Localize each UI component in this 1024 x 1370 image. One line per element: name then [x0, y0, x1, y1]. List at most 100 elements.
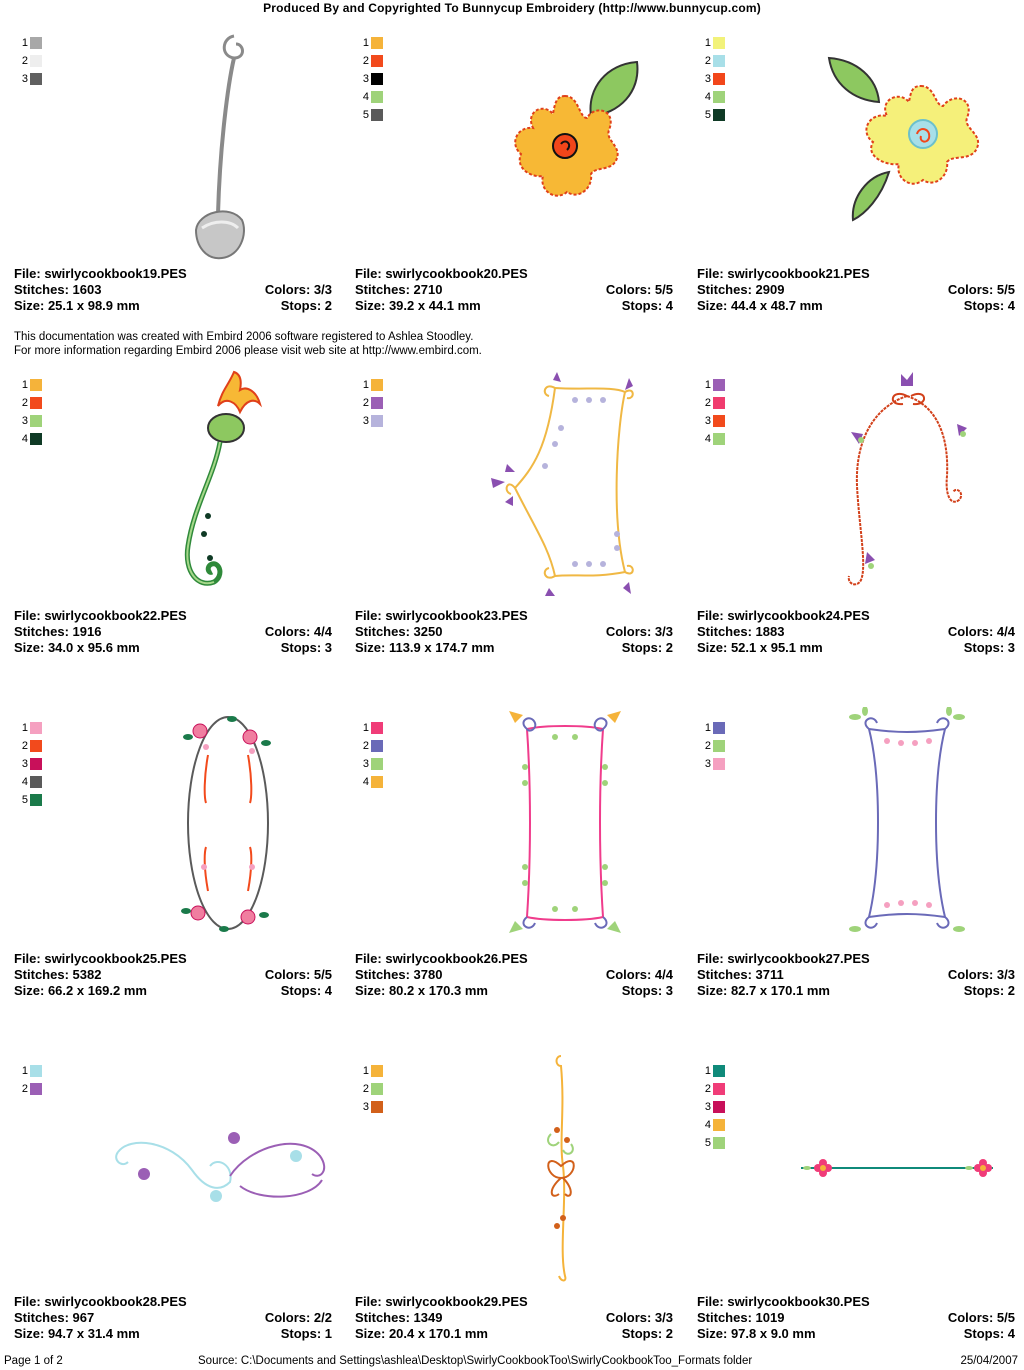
color-count: Colors: 5/5 [947, 1310, 1015, 1325]
stop-count: Stops: 4 [963, 298, 1015, 313]
color-swatch-number: 1 [21, 37, 28, 49]
color-swatch [30, 794, 42, 806]
color-swatch-row: 3 [20, 755, 42, 773]
color-swatch-number: 1 [704, 1065, 711, 1077]
color-swatch-row: 4 [361, 773, 383, 791]
color-swatch [30, 1083, 42, 1095]
color-swatch-row: 3 [703, 1098, 725, 1116]
design-size: Size: 20.4 x 170.1 mm [355, 1326, 488, 1341]
color-count: Colors: 4/4 [947, 624, 1015, 639]
color-swatch [371, 415, 383, 427]
color-swatch [371, 722, 383, 734]
stitch-count: Stitches: 5382 [14, 967, 102, 982]
stop-count: Stops: 2 [621, 1326, 673, 1341]
color-swatch-number: 3 [704, 73, 711, 85]
color-swatch-row: 1 [361, 1062, 383, 1080]
color-swatch-row: 1 [20, 376, 42, 394]
color-count: Colors: 2/2 [264, 1310, 332, 1325]
color-swatch-row: 2 [20, 1080, 42, 1098]
color-swatch-number: 1 [362, 1065, 369, 1077]
color-swatch-row: 3 [361, 755, 383, 773]
color-swatch-number: 5 [704, 1137, 711, 1149]
color-count: Colors: 3/3 [947, 967, 1015, 982]
documentation-note-line-2: For more information regarding Embird 20… [14, 345, 482, 357]
documentation-note: This documentation was created with Embi… [14, 330, 482, 358]
flower-bud-stem-design-image [184, 370, 263, 586]
color-swatch-number: 2 [21, 397, 28, 409]
color-swatch [30, 758, 42, 770]
stitch-count: Stitches: 2909 [697, 282, 785, 297]
color-swatch-number: 1 [704, 379, 711, 391]
design-info: File: swirlycookbook27.PES Stitches: 371… [697, 951, 1015, 999]
color-swatch-row: 5 [703, 106, 725, 124]
color-swatch-row: 1 [361, 376, 383, 394]
color-swatch-number: 4 [362, 776, 369, 788]
color-swatch-row: 2 [361, 737, 383, 755]
color-swatch-row: 2 [20, 394, 42, 412]
color-swatch-number: 3 [362, 1101, 369, 1113]
color-swatch-number: 1 [704, 37, 711, 49]
color-swatch-number: 1 [362, 722, 369, 734]
file-name: File: swirlycookbook20.PES [355, 266, 528, 281]
color-swatch-number: 1 [704, 722, 711, 734]
file-name: File: swirlycookbook19.PES [14, 266, 187, 281]
color-swatch-row: 3 [361, 412, 383, 430]
design-info: File: swirlycookbook21.PES Stitches: 290… [697, 266, 1015, 314]
file-name: File: swirlycookbook24.PES [697, 608, 870, 623]
color-swatch-number: 4 [21, 433, 28, 445]
color-swatch [30, 740, 42, 752]
design-size: Size: 66.2 x 169.2 mm [14, 983, 147, 998]
ribbon-bow-design-image [847, 372, 967, 586]
color-swatch-row: 4 [703, 430, 725, 448]
color-swatch-row: 2 [703, 394, 725, 412]
color-swatch-row: 1 [20, 719, 42, 737]
color-swatch-number: 1 [21, 722, 28, 734]
color-swatch-row: 2 [20, 737, 42, 755]
color-swatch [713, 433, 725, 445]
color-swatch-row: 5 [703, 1134, 725, 1152]
color-swatch-number: 4 [21, 776, 28, 788]
stop-count: Stops: 4 [621, 298, 673, 313]
color-swatch-number: 1 [21, 1065, 28, 1077]
color-swatch [30, 55, 42, 67]
color-swatch [713, 415, 725, 427]
color-swatch [713, 397, 725, 409]
design-size: Size: 52.1 x 95.1 mm [697, 640, 823, 655]
color-swatch-row: 2 [20, 52, 42, 70]
design-info: File: swirlycookbook26.PES Stitches: 378… [355, 951, 673, 999]
design-info: File: swirlycookbook20.PES Stitches: 271… [355, 266, 673, 314]
color-swatch-number: 2 [21, 740, 28, 752]
color-swatch-number: 5 [362, 109, 369, 121]
color-swatch [30, 397, 42, 409]
color-swatch-number: 3 [362, 73, 369, 85]
page-footer: Page 1 of 2 Source: C:\Documents and Set… [0, 1354, 1024, 1370]
color-swatch-row: 2 [703, 1080, 725, 1098]
color-swatch-row: 4 [703, 88, 725, 106]
color-swatch [713, 758, 725, 770]
design-size: Size: 82.7 x 170.1 mm [697, 983, 830, 998]
bone-frame-design-image [849, 707, 965, 932]
file-name: File: swirlycookbook23.PES [355, 608, 528, 623]
color-swatch-number: 2 [362, 397, 369, 409]
color-swatch-number: 2 [704, 55, 711, 67]
stop-count: Stops: 3 [280, 640, 332, 655]
color-swatch-row: 1 [20, 1062, 42, 1080]
color-swatch-number: 3 [362, 415, 369, 427]
color-swatch [371, 91, 383, 103]
design-info: File: swirlycookbook19.PES Stitches: 160… [14, 266, 332, 314]
color-count: Colors: 5/5 [264, 967, 332, 982]
color-swatch [371, 776, 383, 788]
design-info: File: swirlycookbook23.PES Stitches: 325… [355, 608, 673, 656]
color-swatch-row: 1 [703, 34, 725, 52]
color-swatch-number: 4 [704, 1119, 711, 1131]
design-size: Size: 97.8 x 9.0 mm [697, 1326, 816, 1341]
